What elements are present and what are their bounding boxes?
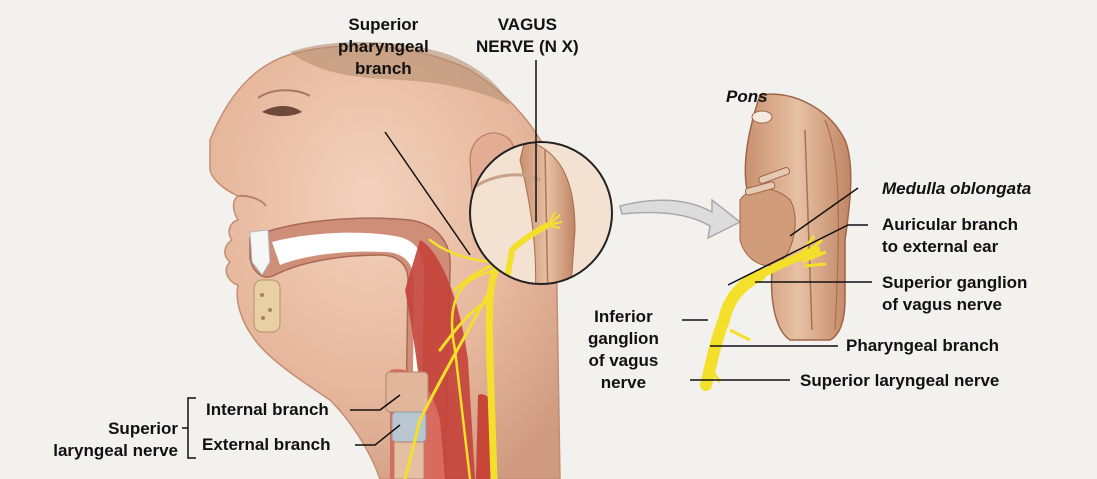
magnifier-circle [469,141,613,285]
label-auricular-branch: Auricular branch to external ear [882,215,1019,256]
label-superior-pharyngeal-branch: Superior pharyngeal branch [338,15,429,78]
label-inferior-ganglion: Inferior ganglion of vagus nerve [588,307,659,392]
leader-lines [182,60,872,459]
label-pons: Pons [726,87,768,106]
label-superior-ganglion: Superior ganglion of vagus nerve [882,273,1028,314]
label-vagus-nerve: VAGUS NERVE (N X) [476,15,579,56]
label-superior-laryngeal-nerve-left: Superior laryngeal nerve [53,419,178,460]
label-superior-laryngeal-nerve-right: Superior laryngeal nerve [800,371,1000,390]
zoom-arrow [619,198,742,240]
label-pharyngeal-branch: Pharyngeal branch [846,336,1000,355]
brainstem-enlarged [700,93,852,391]
label-medulla-oblongata: Medulla oblongata [882,179,1032,198]
label-internal-branch: Internal branch [206,400,329,419]
label-external-branch: External branch [202,435,331,454]
